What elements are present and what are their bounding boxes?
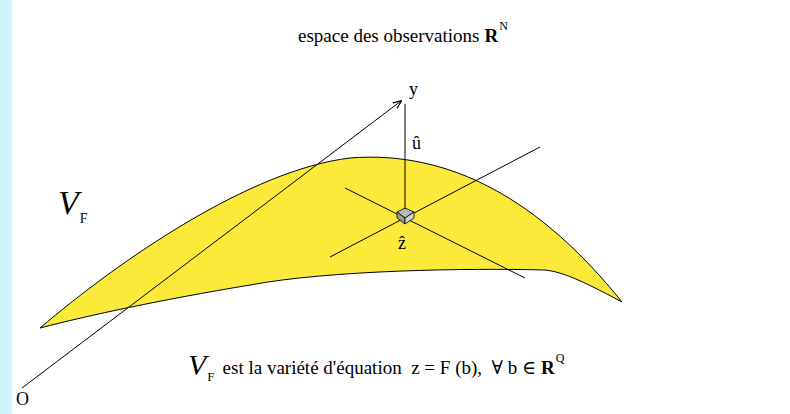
manifold-subscript: F <box>80 212 88 226</box>
tangent-line <box>345 188 525 278</box>
projection-label: ẑ <box>398 234 406 252</box>
space-dimension: N <box>499 20 508 32</box>
tangent-line <box>330 147 540 257</box>
manifold-symbol: V <box>58 186 79 220</box>
manifold-subscript: F <box>207 370 214 383</box>
origin-label: O <box>16 390 29 408</box>
space-symbol: R <box>541 358 555 377</box>
space-dimension: Q <box>556 352 565 364</box>
residual-vector <box>405 104 406 209</box>
residual-label: û <box>412 134 421 152</box>
right-angle-mark <box>397 212 405 224</box>
right-angle-mark <box>405 212 414 224</box>
point-label: y <box>409 80 418 98</box>
space-title: espace des observations <box>298 26 480 45</box>
manifold-surface <box>40 157 622 328</box>
side-band <box>0 0 12 414</box>
observation-vector <box>22 101 401 388</box>
manifold-equation: est la variété d'équation z = F (b), ∀ b… <box>223 358 537 377</box>
manifold-symbol: V <box>188 350 206 380</box>
space-symbol: R <box>485 26 499 45</box>
